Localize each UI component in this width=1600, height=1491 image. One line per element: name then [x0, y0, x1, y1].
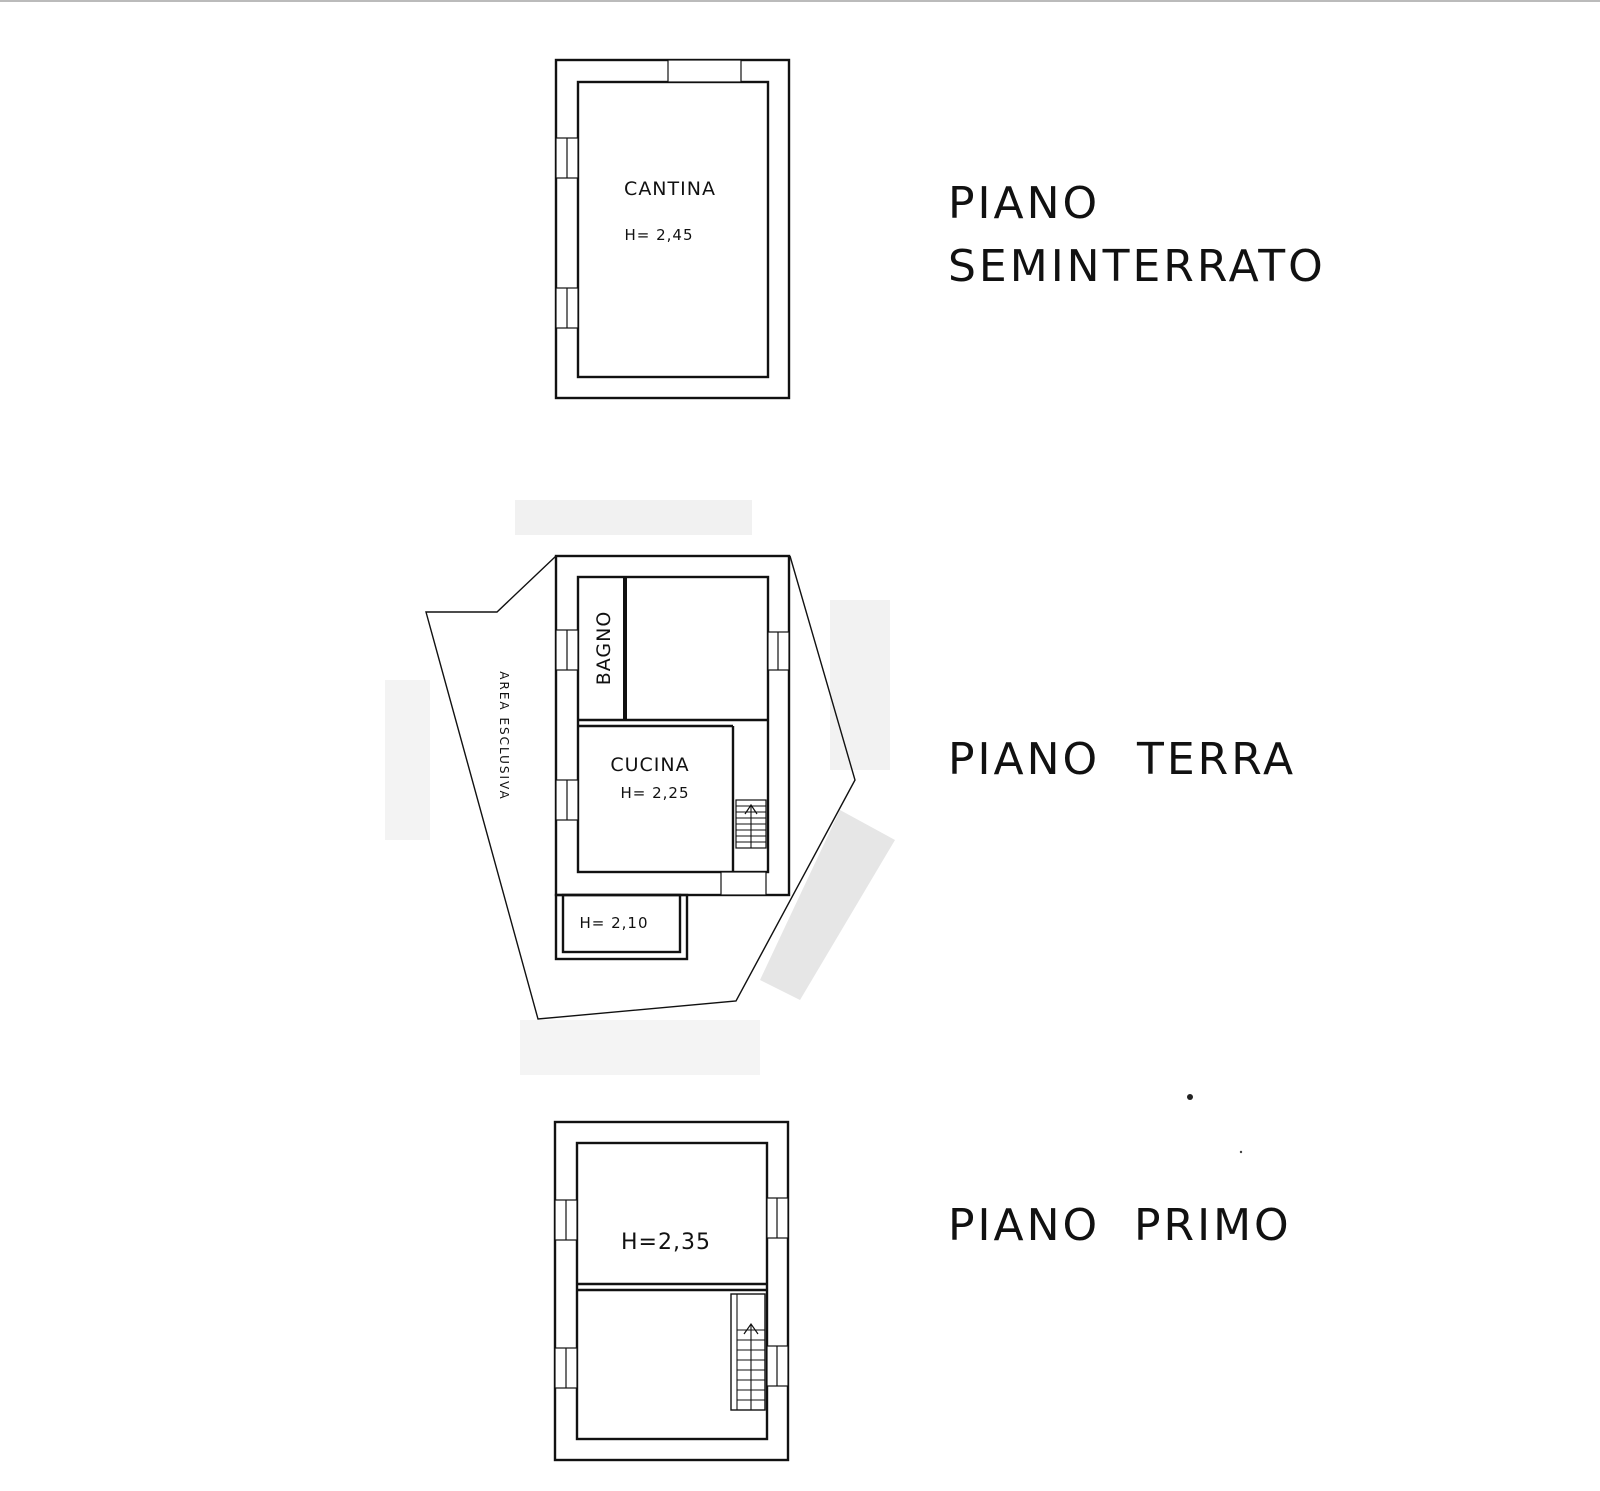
ground-floor-title-line2: TERRA [1136, 734, 1296, 785]
ground-window-right [767, 631, 790, 671]
first-room-height: H=2,35 [621, 1230, 711, 1255]
basement-top-opening [667, 59, 742, 83]
ground-window-left-upper [555, 629, 579, 671]
bathroom-label: BAGNO [593, 611, 615, 686]
scan-smudge-right [830, 600, 890, 770]
annex-height: H= 2,10 [579, 914, 648, 932]
kitchen-height: H= 2,25 [620, 784, 689, 802]
first-window-left-upper [554, 1199, 578, 1241]
basement-window-left-lower [555, 287, 579, 329]
first-window-right-lower [766, 1345, 789, 1387]
first-window-right-upper [766, 1197, 789, 1239]
scan-speck-small [1239, 1150, 1243, 1154]
basement-window-left-upper [555, 137, 579, 179]
exclusive-area-label: AREA ESCLUSIVA [497, 671, 511, 800]
scan-smudge-top [515, 500, 752, 535]
basement-floor-title-line2: SEMINTERRATO [948, 241, 1326, 292]
first-outer-wall [553, 1120, 790, 1462]
ground-annex-inner [561, 893, 682, 954]
scan-smudge-left [385, 680, 430, 840]
first-floor-title-line2: PRIMO [1134, 1200, 1292, 1251]
floor-ground: BAGNO CUCINA H= 2,25 H= 2,10 AREA ESCLUS… [385, 500, 895, 1075]
ground-stairs [735, 799, 767, 849]
kitchen-label: CUCINA [610, 754, 689, 776]
first-floor-title-line1: PIANO [948, 1200, 1100, 1251]
ground-window-left-lower [555, 779, 579, 821]
floor-basement: CANTINA H= 2,45 [554, 58, 791, 400]
scan-smudge-bottom [520, 1020, 760, 1075]
basement-floor-title-line1: PIANO [948, 178, 1100, 229]
ground-inner-wall [576, 575, 770, 874]
ground-bottom-opening [720, 871, 767, 896]
basement-room-height: H= 2,45 [624, 226, 693, 244]
exclusive-area-boundary [425, 555, 856, 1020]
scan-smudge-diagonal [760, 810, 895, 1000]
floor-first: H=2,35 [553, 1120, 790, 1462]
first-window-left-lower [554, 1347, 578, 1389]
ground-floor-title-line1: PIANO [948, 734, 1100, 785]
basement-room-label: CANTINA [624, 178, 716, 200]
scan-speck [1187, 1094, 1193, 1100]
first-stairs [730, 1293, 766, 1411]
